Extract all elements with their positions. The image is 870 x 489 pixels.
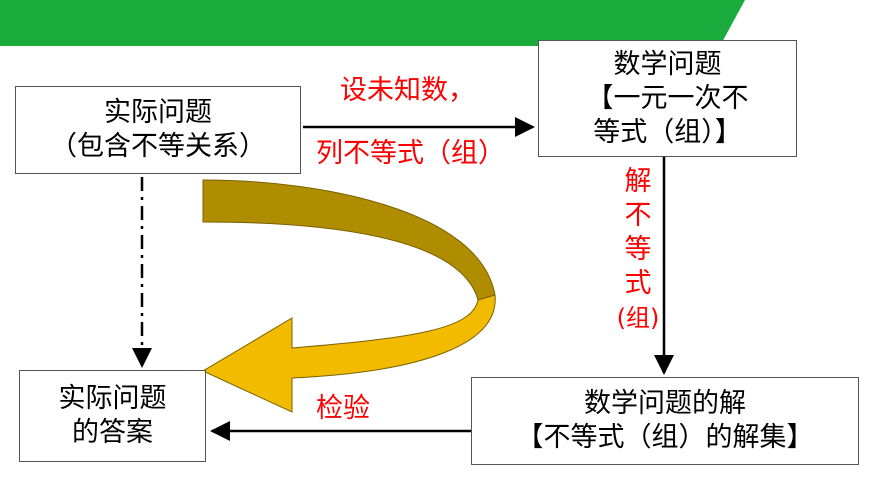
label-solve-char-3: 等 [624,234,652,265]
box-real-problem: 实际问题 （包含不等关系） [15,86,301,174]
label-solve-char-1: 解 [624,166,652,197]
box-real-answer: 实际问题 的答案 [19,370,206,462]
box-math-solution-line1: 数学问题的解 [584,388,746,419]
box-real-problem-line1: 实际问题 [104,97,212,128]
box-real-answer-line1: 实际问题 [58,383,167,414]
box-real-answer-line2: 的答案 [72,417,153,448]
label-set-unknown: 设未知数， [340,75,475,106]
box-math-problem-line1: 数学问题 [613,48,722,80]
label-solve-char-5: (组) [616,304,660,332]
box-real-problem-line2: （包含不等关系） [50,131,266,162]
box-math-problem-line2: 【一元一次不 [586,82,749,114]
box-math-solution-line2: 【不等式（组）的解集】 [516,422,814,453]
label-solve-char-2: 不 [624,200,652,231]
curve-back-band [202,179,496,301]
label-list-inequality: 列不等式（组） [316,138,505,169]
box-math-solution: 数学问题的解 【不等式（组）的解集】 [471,377,859,465]
label-solve-inequality: 解 不 等 式 (组) [616,165,660,335]
box-math-problem-line3: 等式（组）】 [593,116,742,148]
label-solve-char-4: 式 [624,268,652,299]
box-math-problem: 数学问题 【一元一次不 等式（组）】 [538,40,797,157]
curve-front-arrow [201,294,496,413]
label-verify: 检验 [316,393,370,424]
